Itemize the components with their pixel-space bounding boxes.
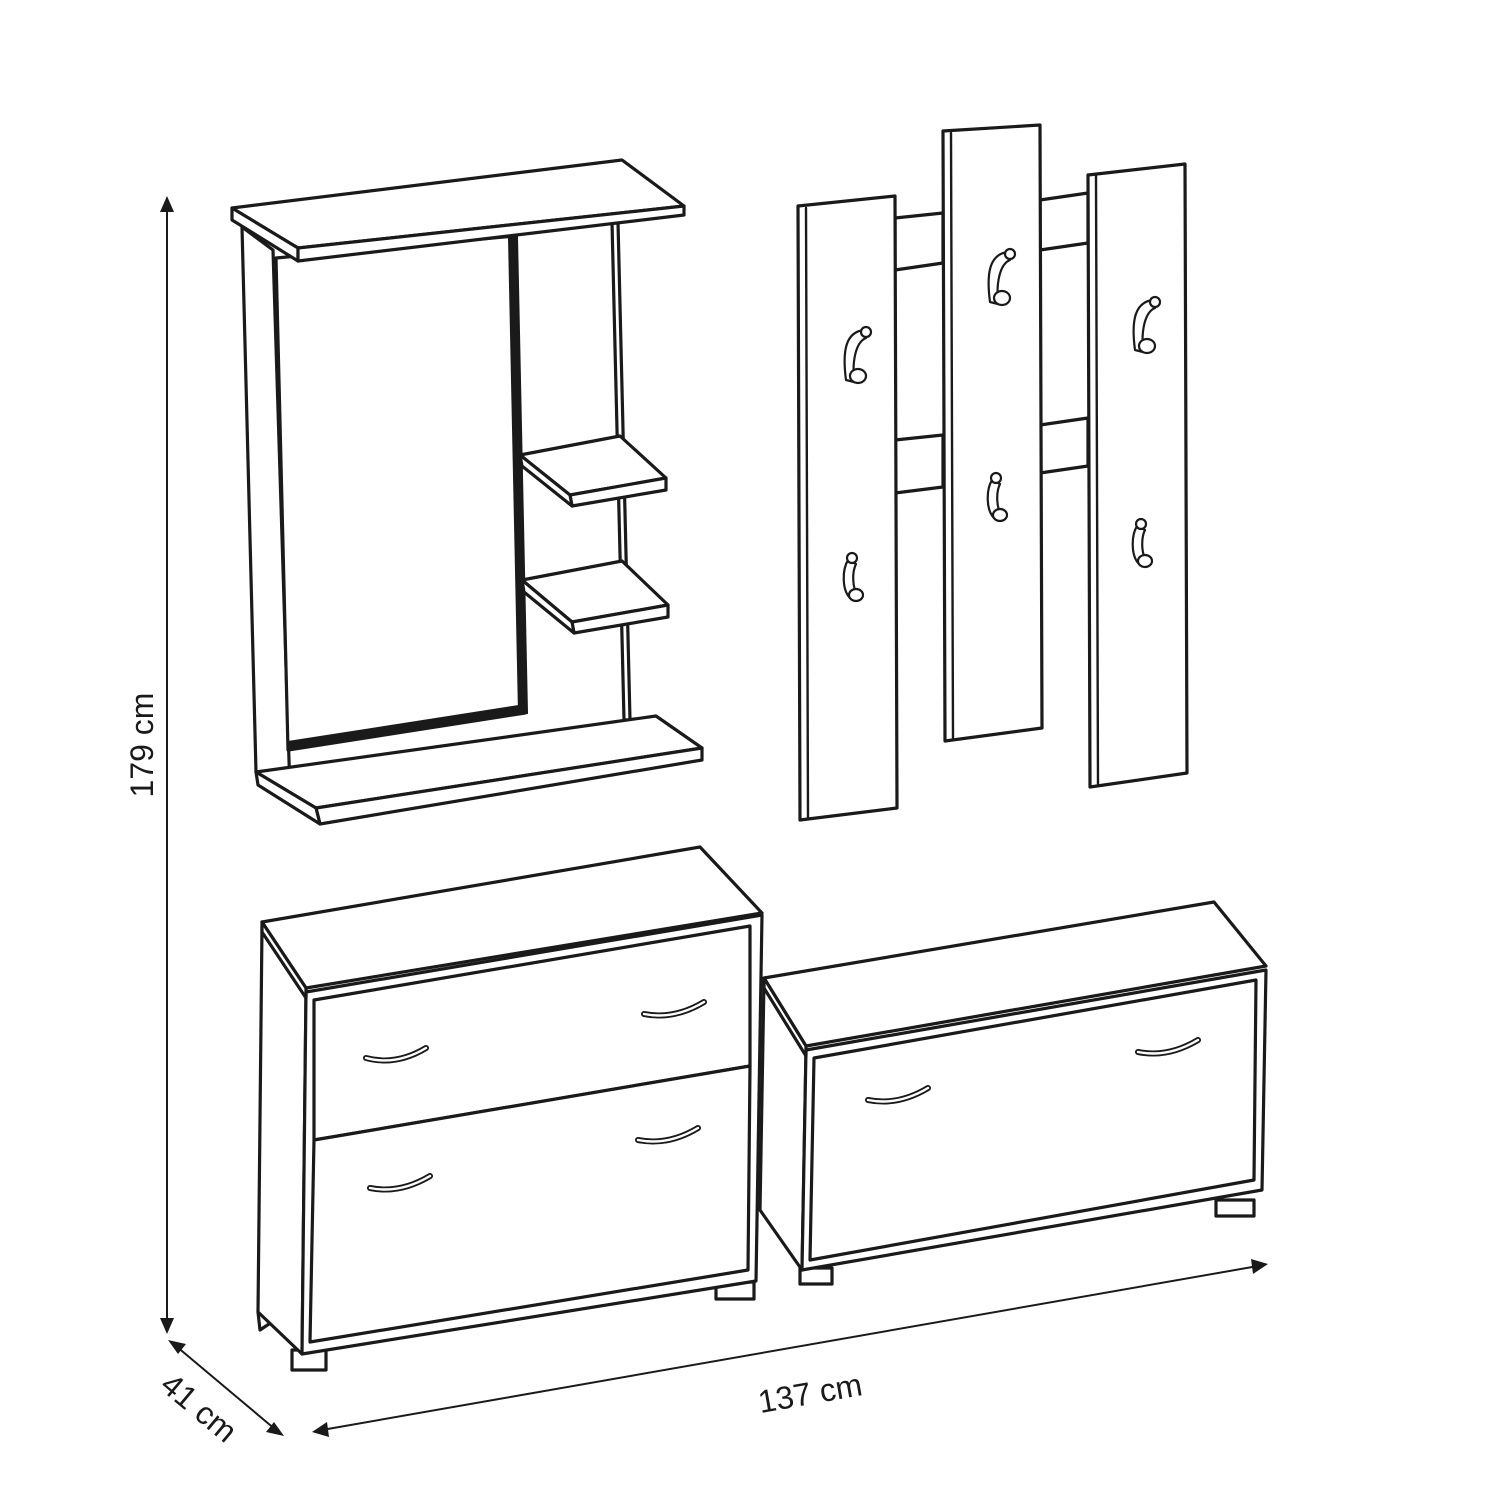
- arrow-icon: [266, 1422, 284, 1436]
- coat-hook-icon: [987, 247, 1017, 307]
- rack-rail-upper-left: [893, 211, 945, 272]
- height-label: 179 cm: [124, 693, 160, 798]
- rack-panel-center-edge: [949, 131, 955, 741]
- coat-hook-icon: [843, 325, 873, 385]
- coat-hook-small-icon: [986, 471, 1009, 523]
- coat-hook-icon: [1132, 295, 1162, 355]
- mirror-frame: [274, 234, 527, 752]
- arrow-icon: [312, 1422, 329, 1437]
- rack-panel-left: [796, 194, 899, 822]
- rack-rail-lower-right: [1038, 416, 1090, 475]
- depth-label: 41 cm: [154, 1366, 244, 1450]
- cabinet-left-top-edge: [260, 920, 308, 1000]
- small-shelf-upper-side: [518, 453, 574, 508]
- rack-panel-center: [941, 123, 1044, 743]
- rack-rail-lower-left: [893, 433, 945, 495]
- shoe-cabinet-two-door: [256, 845, 764, 1372]
- arrow-down-icon: [160, 1318, 174, 1334]
- shoe-cabinet-one-door: [758, 900, 1268, 1286]
- cabinet-right-top-edge: [762, 976, 808, 1058]
- small-shelf-lower-side: [520, 578, 576, 635]
- mirror-bottom-edge: [286, 703, 528, 752]
- rack-rail-upper-right: [1038, 191, 1090, 252]
- width-label: 137 cm: [755, 1366, 865, 1420]
- mirror-unit-bottom-shelf-side: [254, 770, 322, 826]
- mirror-shelf-unit: [230, 158, 704, 826]
- arrow-icon: [1251, 1259, 1268, 1274]
- cabinet-left-side: [256, 924, 308, 1356]
- rack-panel-right-edge: [1094, 174, 1100, 787]
- rack-panel-right: [1086, 162, 1189, 789]
- cabinet-drawer-lower: [308, 1064, 752, 1344]
- mirror-unit-top-shelf-edge: [296, 204, 686, 263]
- cabinet-foot: [1214, 1198, 1256, 1218]
- coat-hook-small-icon: [842, 551, 865, 603]
- height-dimension: [160, 196, 174, 1334]
- depth-dimension: [168, 1340, 284, 1436]
- width-dimension: [312, 1259, 1268, 1437]
- arrow-up-icon: [160, 196, 174, 212]
- arrow-icon: [168, 1340, 186, 1354]
- rack-panel-left-edge: [804, 206, 810, 820]
- coat-rack: [796, 123, 1189, 822]
- coat-hook-small-icon: [1131, 517, 1154, 569]
